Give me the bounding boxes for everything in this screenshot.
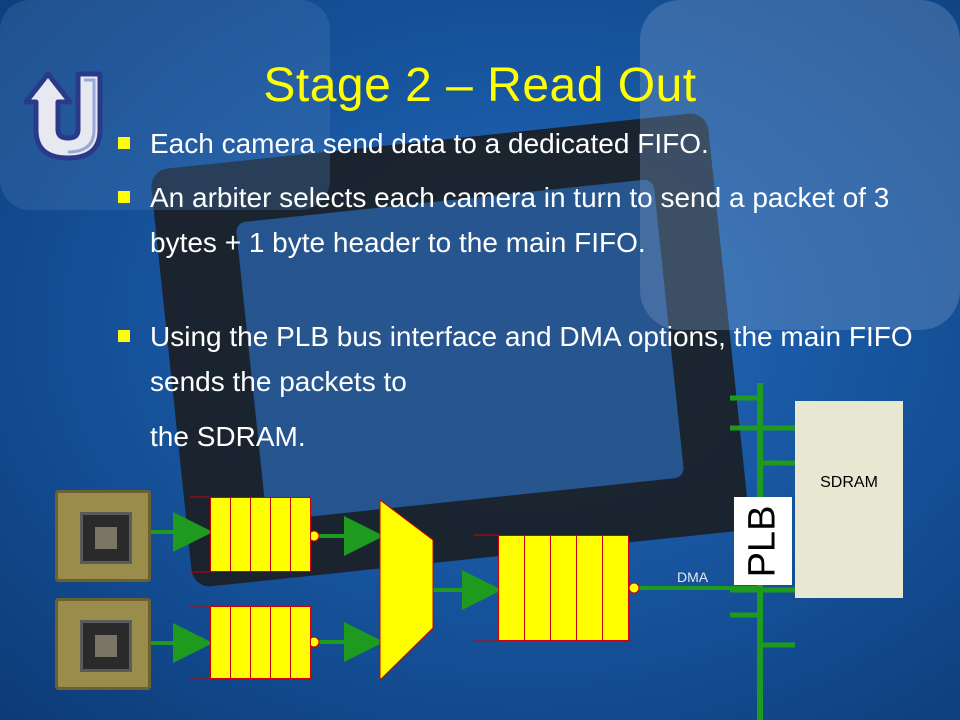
- fifo-cell: [499, 535, 525, 641]
- fifo-cell: [291, 497, 311, 572]
- slide-title: Stage 2 – Read Out: [263, 59, 697, 112]
- main-fifo-output-port: [628, 582, 640, 594]
- main-fifo: [498, 535, 629, 641]
- arbiter-mux: [379, 498, 434, 682]
- bullet-marker: [118, 330, 130, 342]
- fifo-cell: [231, 497, 251, 572]
- plb-box: [734, 497, 792, 585]
- fifo-cell: [603, 535, 629, 641]
- fifo-cell: [291, 606, 311, 679]
- plb-label: PLB: [734, 497, 792, 585]
- fifo-cell: [271, 497, 291, 572]
- fifo-cell: [251, 606, 271, 679]
- sdram-label: SDRAM: [820, 474, 878, 491]
- plb-label-text: PLB: [741, 505, 784, 577]
- bullet-marker: [118, 191, 130, 203]
- background-phone: [640, 0, 960, 330]
- bullet-2: An arbiter selects each camera in turn t…: [150, 182, 890, 258]
- fifo-cell: [211, 606, 231, 679]
- camera-sensor: [80, 620, 132, 672]
- fifo-cell: [551, 535, 577, 641]
- fifo-cell: [525, 535, 551, 641]
- fifo-cell: [251, 497, 271, 572]
- u-turn-logo-icon: [23, 71, 103, 161]
- sdram-box: [795, 401, 903, 598]
- bullet-1: Each camera send data to a dedicated FIF…: [150, 128, 709, 159]
- fifo-cell: [211, 497, 231, 572]
- camera-icon: [55, 598, 151, 690]
- fifo-cell: [231, 606, 251, 679]
- dma-label: DMA: [677, 569, 709, 585]
- bullet-3: Using the PLB bus interface and DMA opti…: [150, 321, 913, 397]
- bullet-marker: [118, 137, 130, 149]
- fifo-cell: [577, 535, 603, 641]
- camera-sensor: [80, 512, 132, 564]
- camera-icon: [55, 490, 151, 582]
- camera-fifo-2: [210, 606, 311, 679]
- bullet-3-continuation: the SDRAM.: [150, 421, 306, 452]
- fifo-cell: [271, 606, 291, 679]
- camera-fifo-1: [210, 497, 311, 572]
